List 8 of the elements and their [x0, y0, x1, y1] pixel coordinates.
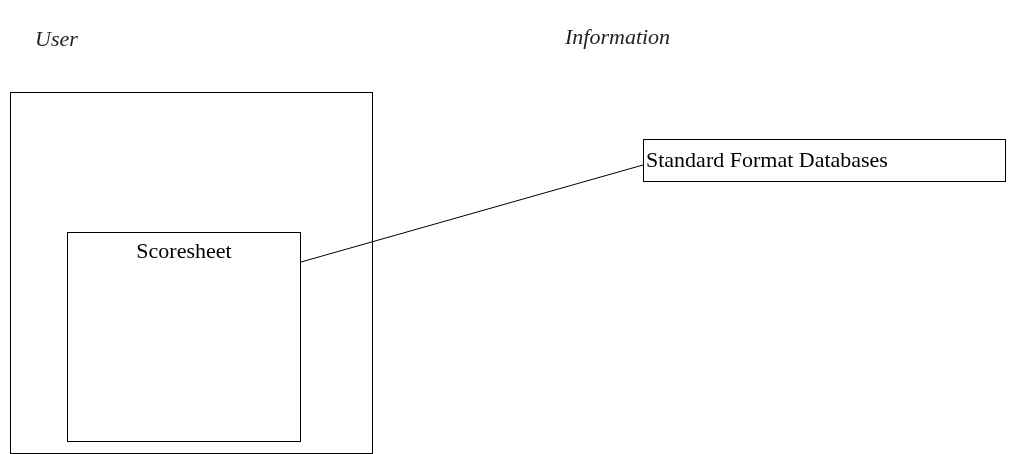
- text-box: [67, 232, 301, 442]
- text-box: [643, 139, 1006, 182]
- column-heading: Information: [565, 24, 671, 50]
- box-frame: [10, 92, 373, 454]
- node-text: Scoresheet: [135, 237, 233, 265]
- column-heading: User: [35, 26, 78, 52]
- node-text: Standard Format Databases: [645, 146, 889, 174]
- connector-line: [300, 164, 644, 263]
